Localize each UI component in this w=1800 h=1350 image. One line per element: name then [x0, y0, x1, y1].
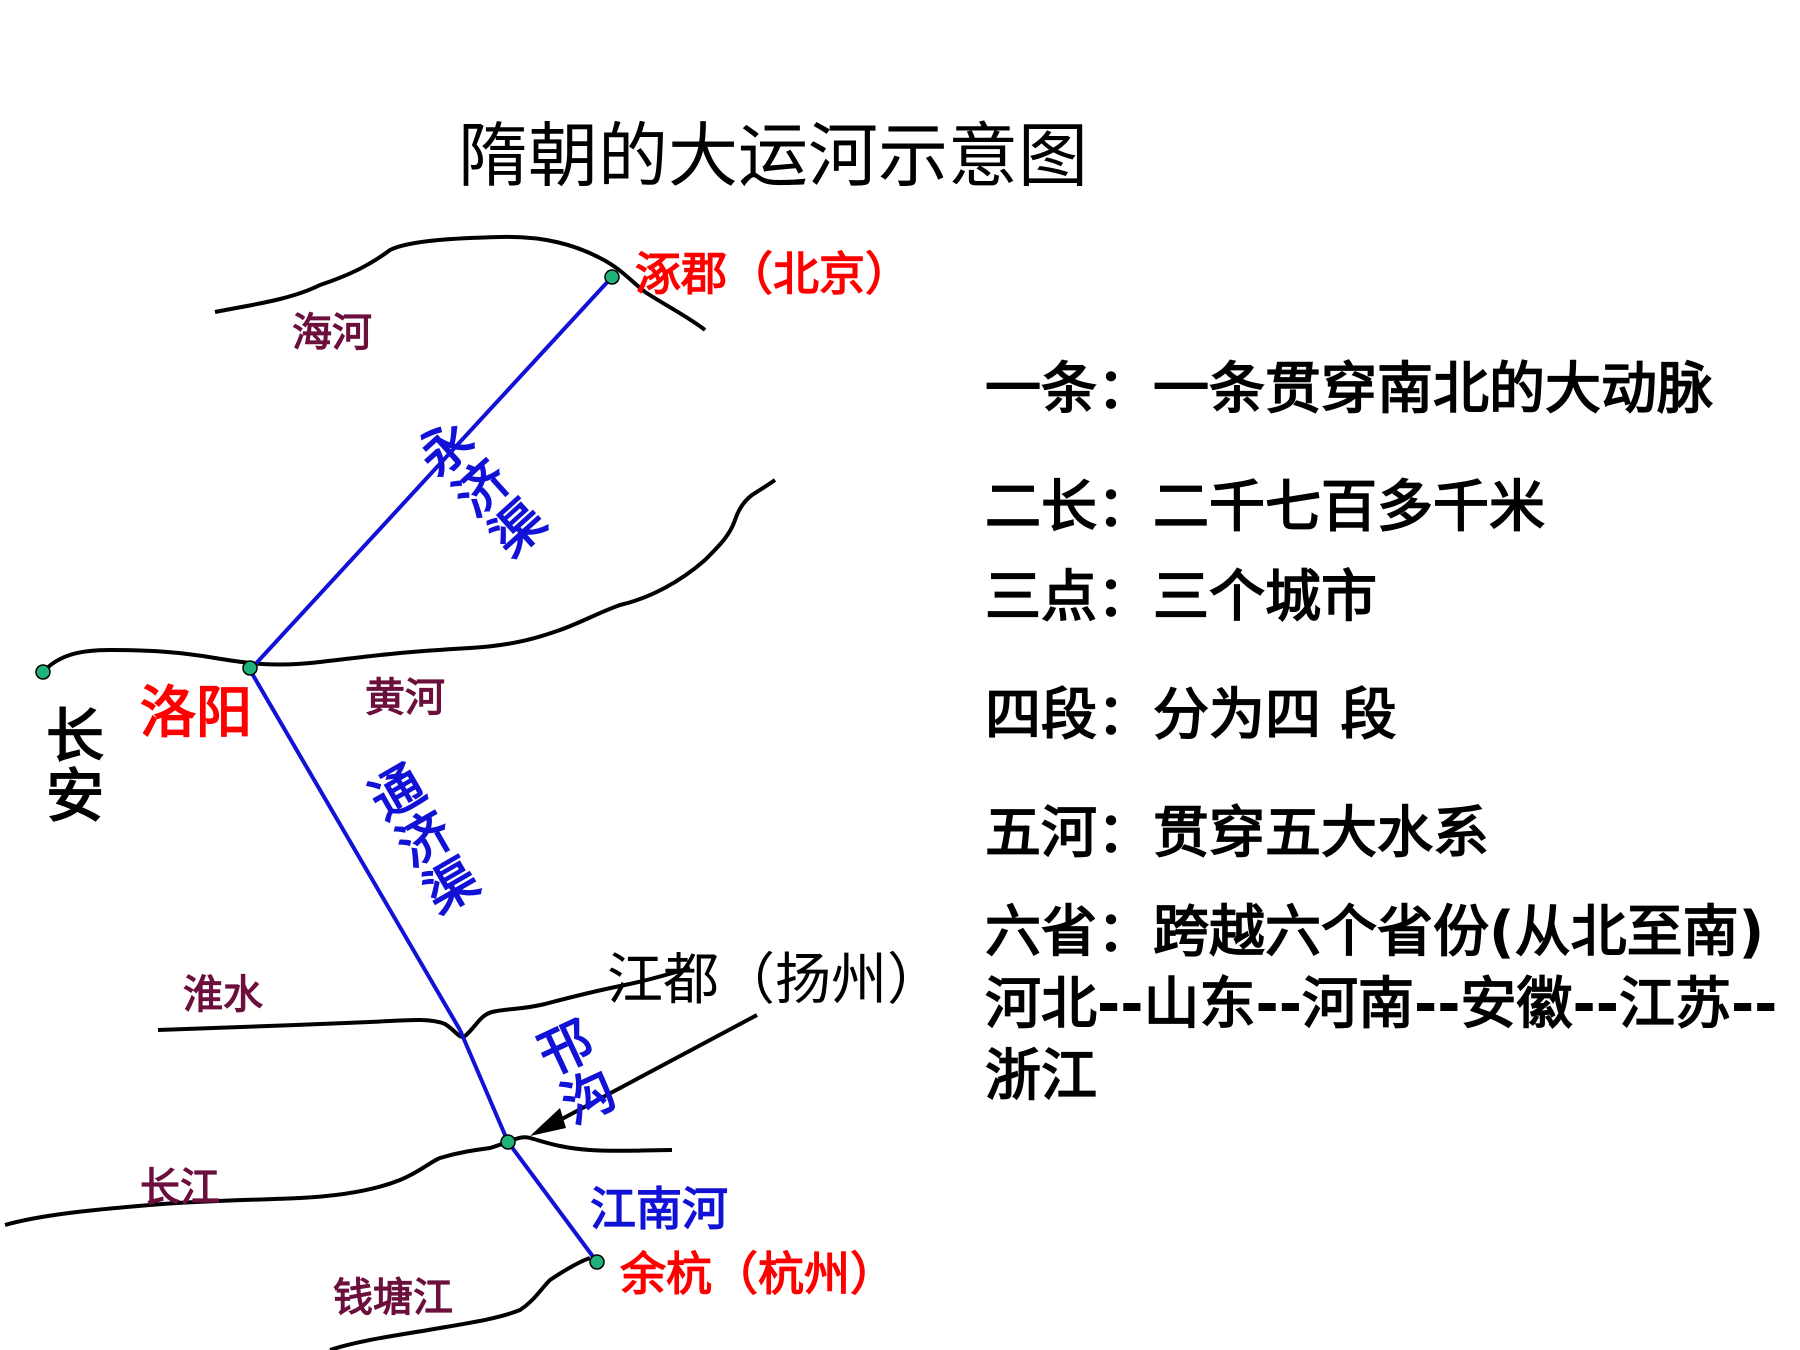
huaishui-river-line	[157, 966, 691, 1039]
tongjiqu-canal-line	[248, 668, 462, 1032]
map-title: 隋朝的大运河示意图	[458, 115, 1088, 197]
city-label-luoyang: 洛阳	[140, 681, 252, 746]
yuhang-dot	[589, 1254, 605, 1270]
river-label-haihe: 海河	[292, 310, 372, 356]
river-label-huaishui: 淮水	[183, 972, 263, 1018]
changjiang-river-line	[4, 1135, 673, 1227]
fact-item-6: 六省：跨越六个省份(从北至南)河北--山东--河南--安徽--江苏--浙江	[985, 900, 1778, 1109]
river-label-huanghe: 黄河	[365, 675, 445, 721]
qiantangjiang-river-line	[329, 1256, 591, 1350]
city-label-changan: 长安	[36, 705, 104, 825]
facts-list: 一条：一条贯穿南北的大动脉 二长：二千七百多千米 三点：三个城市 四段：分为四 …	[985, 355, 1785, 1113]
yongjiqu-canal-line	[248, 275, 614, 672]
fact-item-2: 二长：二千七百多千米	[985, 475, 1545, 540]
luoyang-dot	[242, 660, 258, 676]
river-label-qiantangjiang: 钱塘江	[333, 1275, 453, 1321]
huanghe-river-line	[43, 478, 777, 672]
fact-item-5: 五河：贯穿五大水系	[985, 801, 1489, 866]
city-label-zhuojun: 涿郡（北京）	[635, 247, 911, 301]
fact-item-1: 一条：一条贯穿南北的大动脉	[985, 357, 1713, 422]
fact-item-4: 四段：分为四 段	[985, 683, 1397, 748]
fact-item-3: 三点：三个城市	[985, 565, 1377, 630]
arrow-head-icon	[530, 1108, 566, 1136]
changan-dot	[35, 664, 51, 680]
canal-label-jiangnanhe: 江南河	[590, 1182, 728, 1236]
haihe-river-line	[214, 234, 707, 332]
jiangnanhe-canal-line	[506, 1140, 599, 1264]
city-label-yuhang: 余杭（杭州）	[620, 1247, 896, 1301]
jiangdu-dot	[500, 1134, 516, 1150]
river-label-changjiang: 长江	[140, 1165, 220, 1211]
jiangdu-arrow-line	[544, 1013, 758, 1130]
zhuojun-dot	[604, 269, 620, 285]
city-label-jiangdu: 江都（扬州）	[607, 948, 943, 1013]
hangou-canal-line	[458, 1029, 510, 1143]
